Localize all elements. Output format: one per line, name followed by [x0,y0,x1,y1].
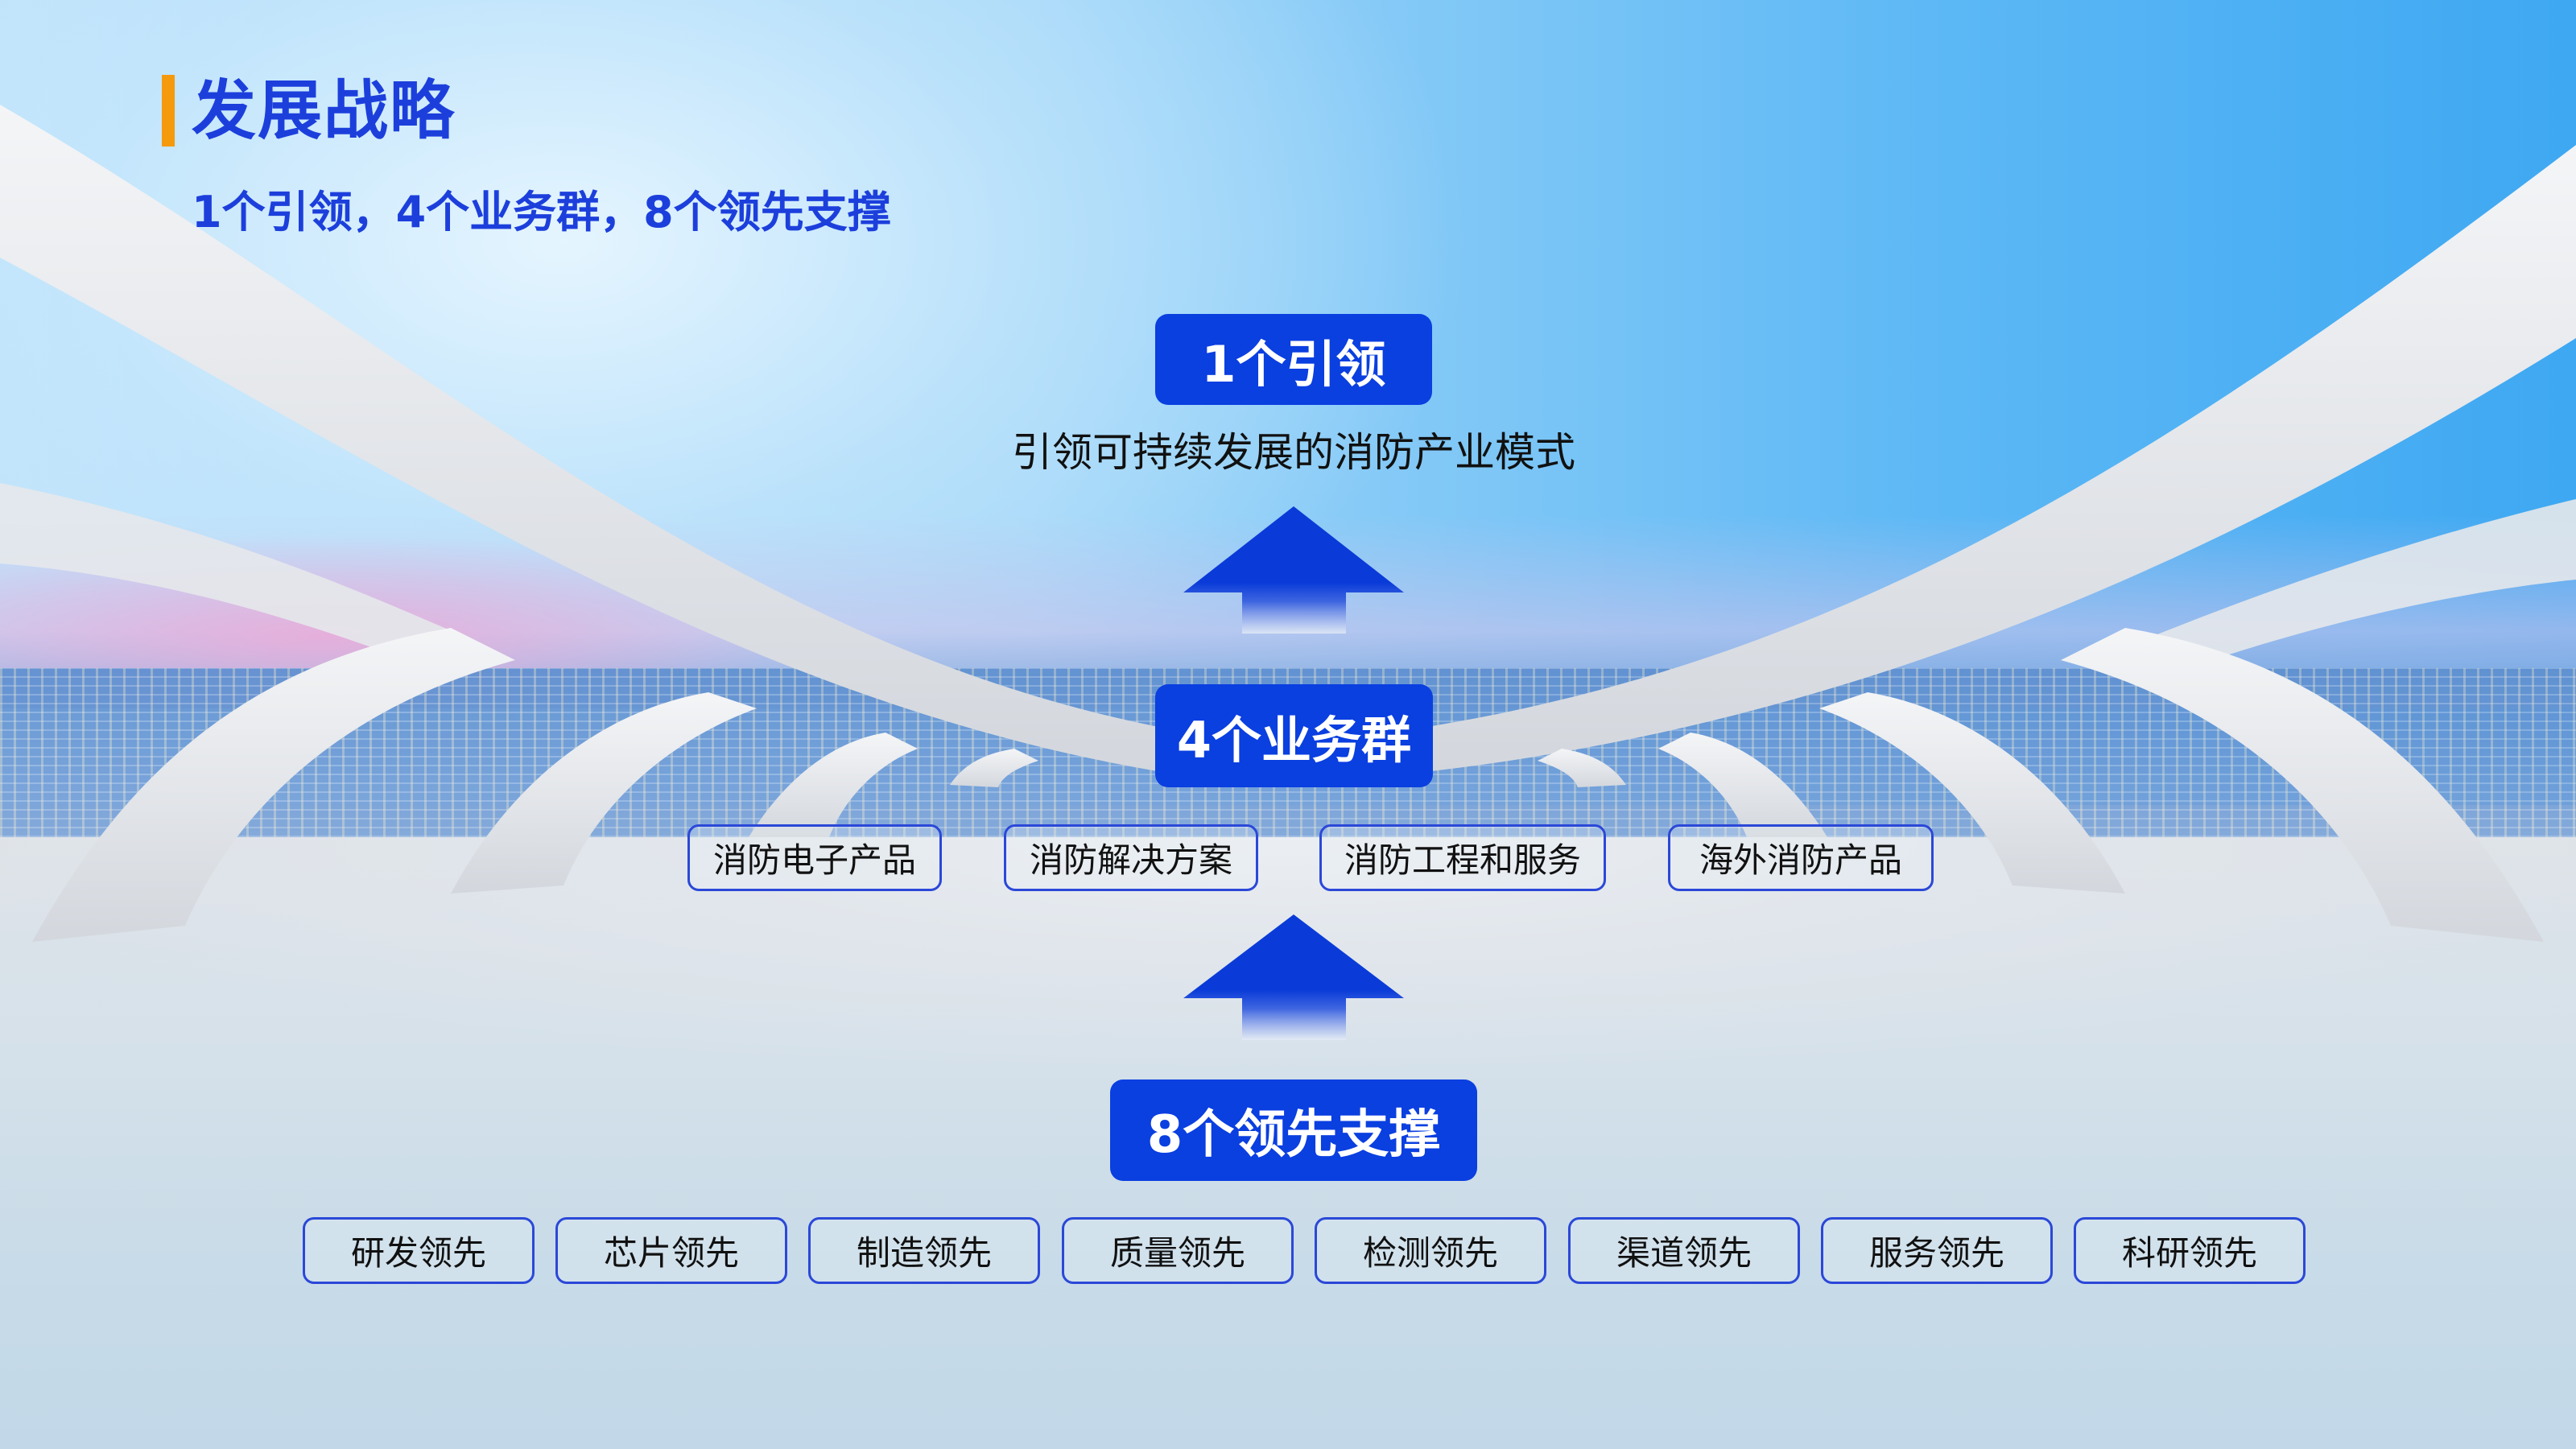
support-item-label: 渠道领先 [1616,1233,1752,1273]
support-item: 制造领先 [808,1217,1040,1284]
support-item: 芯片领先 [555,1217,787,1284]
support-item-label: 芯片领先 [603,1233,739,1273]
support-item-label: 制造领先 [856,1233,992,1273]
business-level-label: 4个业务群 [1176,711,1412,770]
support-item-label: 检测领先 [1362,1233,1498,1273]
business-level-box: 4个业务群 [1155,684,1433,787]
support-item: 渠道领先 [1568,1217,1800,1284]
business-item-label: 消防解决方案 [1029,840,1232,880]
support-item: 科研领先 [2074,1217,2306,1284]
support-item-label: 服务领先 [1868,1233,2004,1273]
title-accent-bar [162,75,175,147]
business-item-label: 消防工程和服务 [1344,840,1581,880]
support-item: 检测领先 [1315,1217,1546,1284]
business-item: 消防工程和服务 [1319,824,1606,891]
lead-level-label: 1个引领 [1201,334,1386,394]
support-item-label: 质量领先 [1109,1233,1245,1273]
page-subtitle: 1个引领，4个业务群，8个领先支撑 [192,187,891,237]
support-level-box: 8个领先支撑 [1110,1080,1477,1181]
business-item: 消防解决方案 [1004,824,1258,891]
lead-caption: 引领可持续发展的消防产业模式 [1012,429,1575,476]
support-item-label: 研发领先 [350,1233,486,1273]
business-item: 海外消防产品 [1668,824,1934,891]
support-item: 质量领先 [1062,1217,1294,1284]
arrow-up-icon [1183,506,1404,634]
support-level-label: 8个领先支撑 [1146,1105,1441,1165]
page-title: 发展战略 [192,73,456,148]
support-item-label: 科研领先 [2121,1233,2257,1273]
business-item-label: 消防电子产品 [712,840,916,880]
arrow-up-icon [1183,914,1404,1040]
business-item-label: 海外消防产品 [1699,840,1902,880]
lead-level-box: 1个引领 [1155,314,1432,405]
business-item: 消防电子产品 [687,824,942,891]
support-item: 服务领先 [1821,1217,2053,1284]
support-item: 研发领先 [303,1217,535,1284]
